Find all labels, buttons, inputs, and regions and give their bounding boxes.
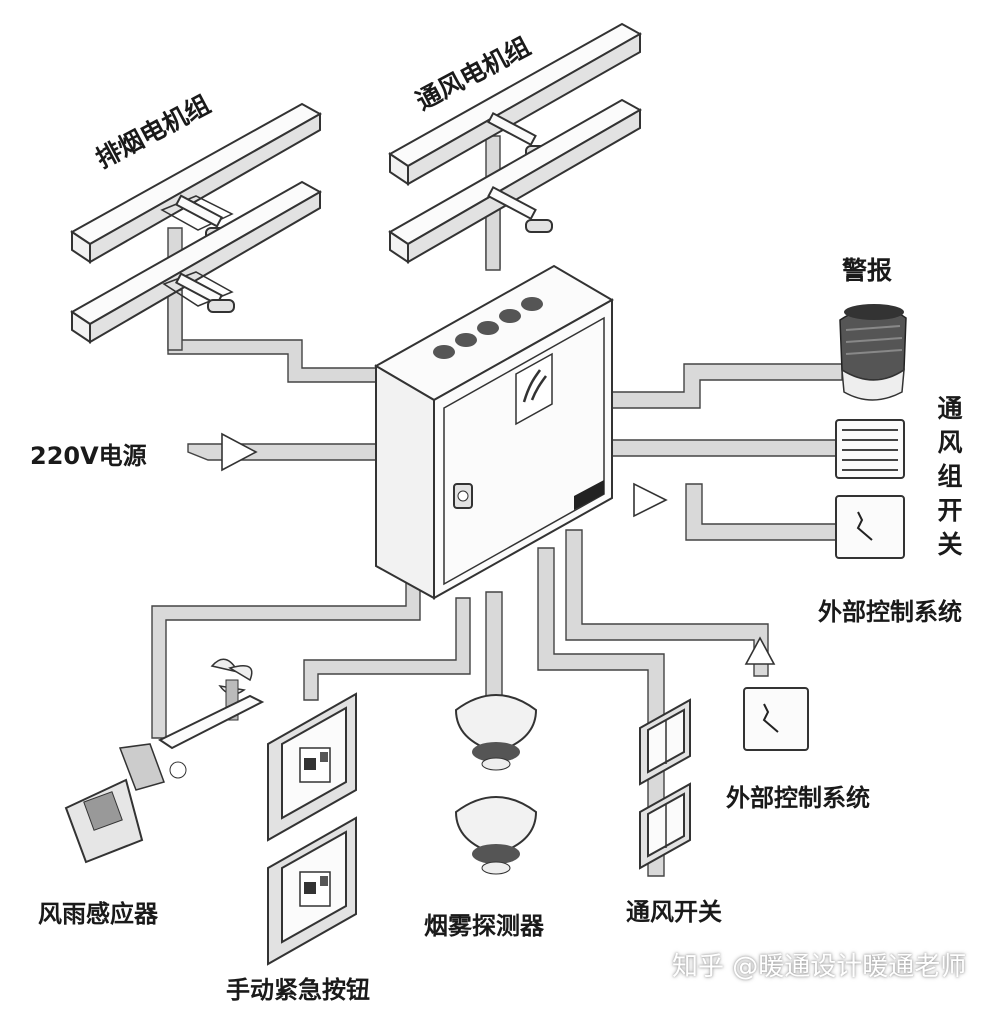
duct-wind-rain xyxy=(151,579,421,739)
vent-actuator-rail-2 xyxy=(388,98,643,264)
smoke-detector-2 xyxy=(454,796,538,875)
label-power-220v: 220V电源 xyxy=(30,442,147,470)
duct-vent-group-switch xyxy=(611,439,837,457)
external-control-arrow-icon xyxy=(744,636,776,665)
alarm-beacon xyxy=(839,304,907,401)
duct-manual-button xyxy=(303,597,471,701)
power-input-arrow-icon xyxy=(221,432,258,472)
smoke-detector-1 xyxy=(454,694,538,771)
emergency-button-1 xyxy=(267,692,357,842)
duct-smoke-motor-2 xyxy=(167,289,183,351)
duct-external-control xyxy=(565,529,769,677)
label-smoke-detector: 烟雾探测器 xyxy=(424,912,544,940)
external-control-system xyxy=(743,636,809,751)
vent-switch-1 xyxy=(639,698,691,786)
vent-actuator-rail-1 xyxy=(388,22,643,186)
control-panel xyxy=(373,264,615,600)
label-external-control-2: 外部控制系统 xyxy=(726,784,870,812)
duct-switch-right xyxy=(685,483,837,541)
signal-arrow-icon xyxy=(633,482,668,518)
vent-switches xyxy=(639,698,691,870)
smoke-detectors xyxy=(454,694,538,875)
label-external-control-1: 外部控制系统 xyxy=(818,598,962,626)
actuator-rail-1 xyxy=(70,102,323,264)
panel-left-side xyxy=(375,364,435,600)
switch-box-upper xyxy=(835,495,905,559)
duct-alarm xyxy=(611,363,843,409)
duct-smoke-detector xyxy=(485,591,503,713)
label-wind-rain-sensor: 风雨感应器 xyxy=(38,900,158,928)
emergency-button-2 xyxy=(267,816,357,966)
cable-glands xyxy=(433,297,543,359)
wind-rain-sensor xyxy=(64,658,265,864)
manual-emergency-buttons xyxy=(267,692,357,966)
label-alarm: 警报 xyxy=(842,256,893,285)
actuator-rail-2 xyxy=(70,180,323,344)
smoke-exhaust-motor-group xyxy=(70,102,323,344)
vent-motor-group xyxy=(388,22,643,264)
label-vent-switch: 通风开关 xyxy=(626,898,722,926)
label-manual-emergency-button: 手动紧急按钮 xyxy=(226,976,370,1004)
label-vent-group-switch: 通风组开关 xyxy=(937,394,963,559)
brand-logo xyxy=(515,352,553,426)
vent-switch-2 xyxy=(639,782,691,870)
watermark: 知乎 @暖通设计暖通老师 xyxy=(672,952,967,982)
panel-front xyxy=(433,298,613,600)
duct-power-220v xyxy=(187,443,379,461)
vent-louvre-icon xyxy=(835,419,905,479)
